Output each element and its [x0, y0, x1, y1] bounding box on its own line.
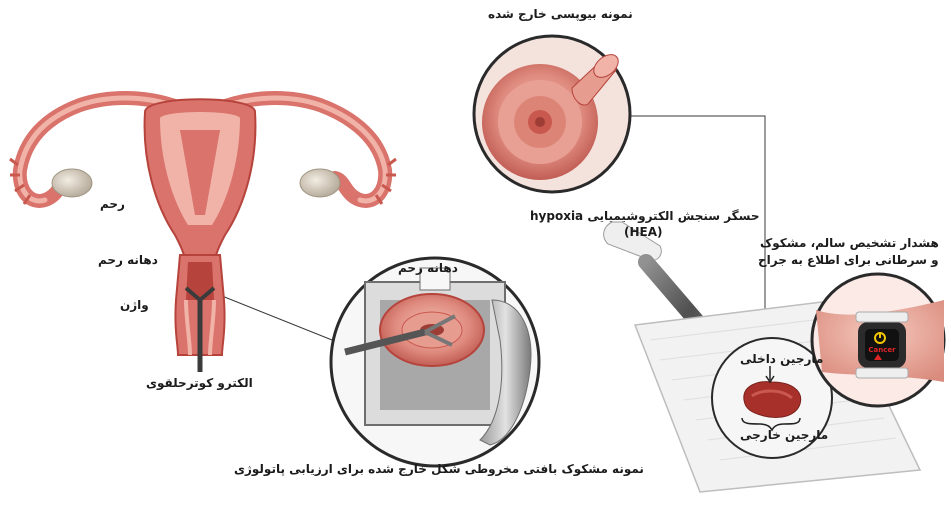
label-cervix: دهانه رحم [98, 253, 158, 267]
label-outer-margin: مارجین خارجی [740, 428, 828, 442]
label-top-biopsy: نمونه بیوپسی خارج شده [488, 7, 633, 21]
label-uterus: رحم [100, 197, 125, 211]
label-electrocautery: الکترو کوترحلقوی [146, 376, 253, 390]
label-inner-margin: مارجین داخلی [740, 352, 823, 366]
label-sensor-line2: (HEA) [624, 225, 663, 239]
ovary-left [52, 169, 92, 197]
label-cervix-inset: دهانه رحم [398, 261, 458, 275]
watch-screen-text: Cancer [868, 346, 896, 354]
label-bottom-caption: نمونه مشکوک بافتی مخروطی شکل خارج شده بر… [234, 462, 644, 476]
label-sensor-line1: حسگر سنجش الکتروشیمیایی hypoxia [530, 209, 760, 223]
label-alert-line1: هشدار تشخیص سالم، مشکوک [760, 236, 939, 250]
watch-inset: Cancer [812, 274, 944, 406]
cervix-inset [331, 258, 539, 466]
biopsy-inset [474, 36, 630, 192]
ovary-right [300, 169, 340, 197]
label-alert-line2: و سرطانی برای اطلاع به جراح [758, 253, 939, 267]
label-vagina: واژن [120, 298, 149, 312]
